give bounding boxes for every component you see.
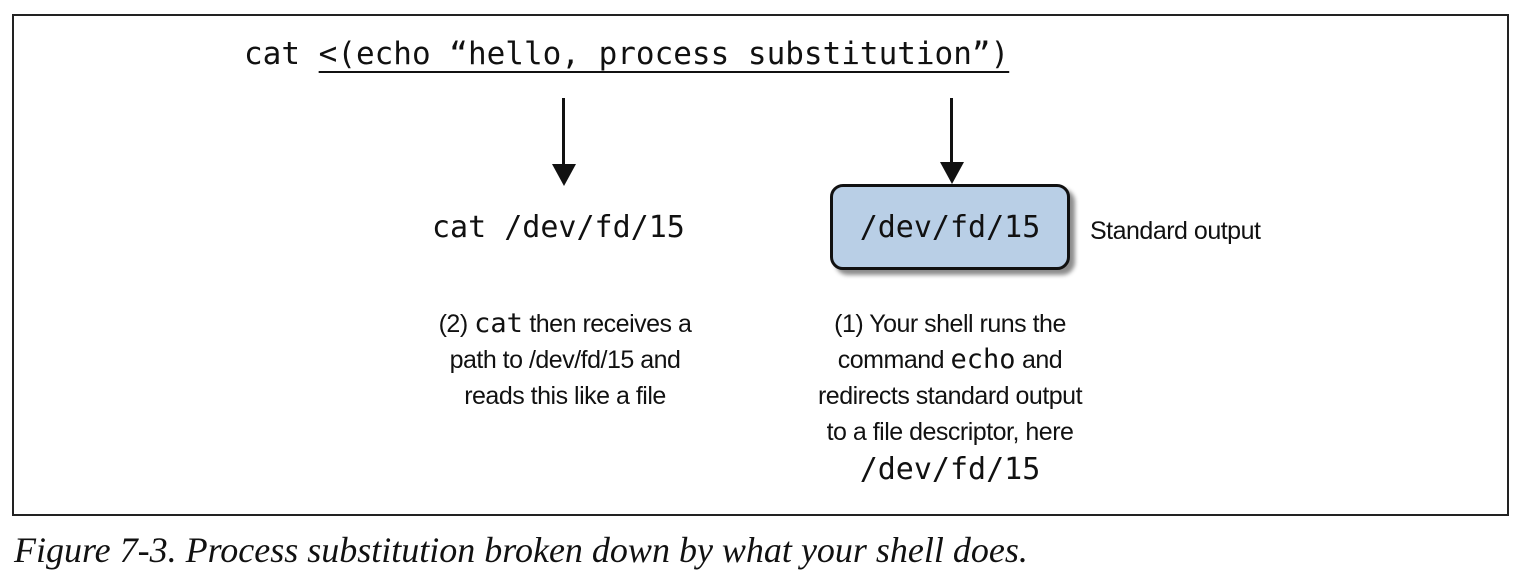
note-step-2: (2) cat then receives a path to /dev/fd/…: [385, 306, 745, 414]
arrow-head: [552, 164, 576, 186]
note-step-1-path: /dev/fd/15: [859, 452, 1041, 487]
arrow-shaft: [950, 98, 953, 164]
note-step-2-line-3: reads this like a file: [464, 382, 666, 410]
process-substitution-expression: <(echo “hello, process substitution”): [318, 36, 1010, 72]
arrow-to-fd: [940, 98, 964, 186]
standard-output-label: Standard output: [1090, 217, 1261, 245]
arrow-shaft: [562, 98, 565, 166]
file-descriptor-label: /dev/fd/15: [859, 209, 1041, 245]
cat-code: cat: [474, 308, 523, 339]
echo-code: echo: [950, 344, 1016, 375]
file-descriptor-box: /dev/fd/15: [830, 184, 1070, 270]
note-step-1-line-1: (1) Your shell runs the: [834, 310, 1066, 338]
arrow-to-cat: [552, 98, 576, 186]
note-step-2-line-2: path to /dev/fd/15 and: [449, 346, 681, 374]
arrow-head: [940, 162, 964, 184]
note-step-1-line-2: command echo and: [837, 344, 1063, 375]
note-step-1-line-4: to a file descriptor, here: [826, 418, 1074, 446]
note-step-1: (1) Your shell runs the command echo and…: [770, 306, 1130, 490]
cat-fd-command: cat /dev/fd/15: [432, 210, 685, 245]
command-line: cat <(echo “hello, process substitution”…: [244, 34, 1009, 74]
note-step-1-line-3: redirects standard output: [817, 382, 1083, 410]
diagram-frame: [12, 14, 1509, 516]
command-prefix: cat: [244, 36, 319, 72]
figure-caption: Figure 7-3. Process substitution broken …: [14, 530, 1028, 570]
note-step-2-line-1: (2) cat then receives a: [438, 308, 692, 339]
